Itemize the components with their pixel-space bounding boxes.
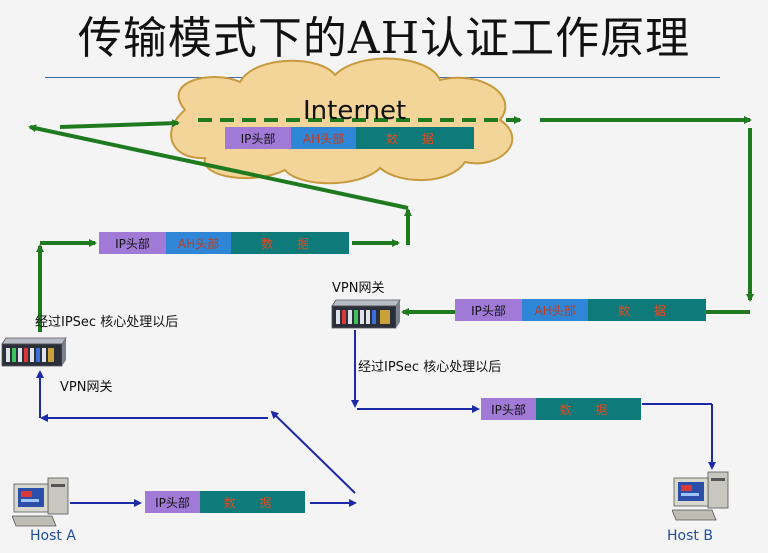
process-label-left: 经过IPSec 核心处理以后 <box>35 315 179 330</box>
ah-header: AH头部 <box>291 127 356 149</box>
payload: 数 据 <box>588 299 706 321</box>
vpn-gateway-right-label: VPN网关 <box>332 281 385 296</box>
ip-header: IP头部 <box>225 127 291 149</box>
vpn-gateway-left-icon <box>1 337 67 367</box>
host-b-computer-icon <box>672 471 729 521</box>
host-b-label: Host B <box>667 528 713 544</box>
ip-header: IP头部 <box>455 299 522 321</box>
packet-before-right-gateway: IP头部 AH头部 数 据 <box>455 299 706 321</box>
ah-header: AH头部 <box>522 299 588 321</box>
arrow-diagonal-to-top-left <box>28 124 409 210</box>
payload: 数 据 <box>231 232 349 254</box>
ip-header: IP头部 <box>99 232 166 254</box>
packet-after-left-gateway: IP头部 AH头部 数 据 <box>99 232 349 254</box>
vpn-gateway-left-label: VPN网关 <box>60 380 113 395</box>
packet-in-internet: IP头部 AH头部 数 据 <box>225 127 474 149</box>
internet-label: Internet <box>303 96 407 126</box>
host-a-computer-icon <box>12 477 69 527</box>
payload: 数 据 <box>356 127 474 149</box>
packet-after-right-gateway: IP头部 数 据 <box>481 398 641 420</box>
payload: 数 据 <box>536 398 641 420</box>
arrow-enter-internet <box>59 119 180 129</box>
ah-header: AH头部 <box>166 232 231 254</box>
ip-header: IP头部 <box>145 491 200 513</box>
page-title: 传输模式下的AH认证工作原理 <box>77 13 691 64</box>
ip-header: IP头部 <box>481 398 536 420</box>
process-label-right: 经过IPSec 核心处理以后 <box>358 360 502 375</box>
vpn-gateway-right-icon <box>331 299 401 329</box>
host-a-label: Host A <box>30 528 76 544</box>
arrow-diagonal-up <box>270 410 356 494</box>
packet-from-host-a: IP头部 数 据 <box>145 491 305 513</box>
payload: 数 据 <box>200 491 305 513</box>
